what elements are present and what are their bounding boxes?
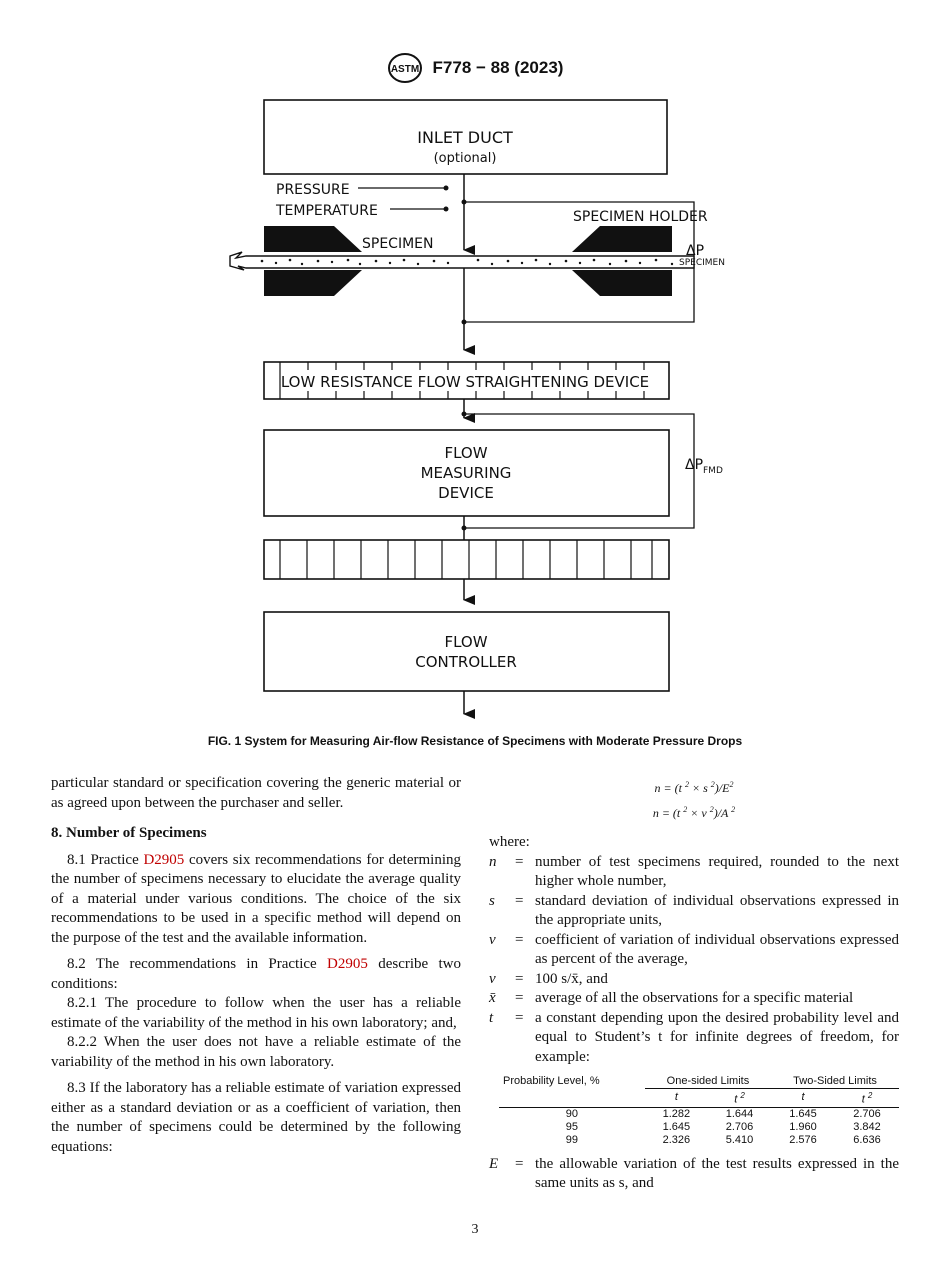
flow-controller-line1: FLOW bbox=[444, 633, 487, 651]
where-label: where: bbox=[489, 834, 530, 850]
pressure-label: PRESSURE bbox=[276, 182, 350, 198]
right-column: n = (t 2 × s 2)/E2 n = (t 2 × v 2)/A 2 w… bbox=[489, 774, 899, 1194]
inlet-duct-box bbox=[263, 99, 668, 175]
specimen-holder-right bbox=[572, 226, 672, 252]
definition-row: v=100 s/x̄, and bbox=[489, 970, 608, 987]
astm-logo-icon: ASTM bbox=[387, 53, 422, 83]
flow-straightener-grid bbox=[263, 539, 670, 580]
flow-measuring-device-box bbox=[263, 429, 670, 517]
definition-row: t=a constant depending upon the desired … bbox=[489, 1009, 899, 1065]
inlet-duct-subtitle: (optional) bbox=[434, 151, 497, 166]
definition-row: s=standard deviation of individual obser… bbox=[489, 892, 899, 929]
page-number: 3 bbox=[471, 1222, 479, 1237]
paragraph-8-2-1: 8.2.1 The procedure to follow when the u… bbox=[51, 995, 461, 1031]
flow-measuring-line2: MEASURING bbox=[421, 464, 512, 482]
equation-1: n = (t 2 × s 2)/E2 bbox=[654, 780, 734, 795]
equation-2: n = (t 2 × v 2)/A 2 bbox=[652, 805, 736, 820]
page-header: ASTM F778 − 88 (2023) bbox=[0, 52, 950, 84]
delta-p-specimen-label: ΔP bbox=[686, 243, 704, 259]
table-group-one-sided: One-sided Limits bbox=[644, 1075, 772, 1089]
flow-controller-box bbox=[263, 611, 670, 692]
table-group-two-sided: Two-Sided Limits bbox=[771, 1075, 899, 1089]
probability-table: Probability Level, % One-sided Limits Tw… bbox=[499, 1075, 899, 1147]
specimen-label: SPECIMEN bbox=[362, 236, 433, 252]
paragraph-8-3: 8.3 If the laboratory has a reliable est… bbox=[51, 1080, 461, 1155]
straightener-label: LOW RESISTANCE FLOW STRAIGHTENING DEVICE bbox=[281, 373, 649, 391]
specimen-strip bbox=[229, 251, 695, 271]
flow-controller-line2: CONTROLLER bbox=[415, 653, 517, 671]
delta-p-fmd-label: ΔP bbox=[685, 457, 703, 473]
definition-row: n=number of test specimens required, rou… bbox=[489, 853, 899, 890]
section-heading: 8. Number of Specimens bbox=[51, 825, 207, 841]
left-column: particular standard or specification cov… bbox=[51, 774, 461, 1157]
delta-p-fmd-subscript: FMD bbox=[703, 466, 723, 476]
table-col-label: Probability Level, % bbox=[503, 1075, 600, 1087]
flow-measuring-line3: DEVICE bbox=[438, 484, 494, 502]
svg-text:ASTM: ASTM bbox=[390, 64, 418, 75]
definition-row: E=the allowable variation of the test re… bbox=[489, 1155, 899, 1192]
paragraph-8-2: 8.2 The recommendations in Practice D290… bbox=[51, 956, 461, 992]
paragraph-8-1: 8.1 Practice D2905 covers six recommenda… bbox=[51, 851, 461, 946]
specimen-holder-label: SPECIMEN HOLDER bbox=[573, 209, 708, 225]
definition-row: v=coefficient of variation of individual… bbox=[489, 931, 899, 968]
airflow-system-diagram: INLET DUCT (optional) PRESSURE TEMPERATU… bbox=[229, 99, 725, 719]
standard-code: F778 − 88 (2023) bbox=[432, 58, 564, 77]
paragraph-8-2-2: 8.2.2 When the user does not have a reli… bbox=[51, 1034, 461, 1070]
flow-straightening-device bbox=[263, 361, 670, 400]
inlet-duct-title: INLET DUCT bbox=[417, 128, 513, 147]
definition-row: x̄=average of all the observations for a… bbox=[489, 990, 854, 1006]
delta-p-specimen-subscript: SPECIMEN bbox=[679, 258, 725, 268]
figure-caption: FIG. 1 System for Measuring Air-flow Res… bbox=[207, 734, 743, 748]
intro-paragraph: particular standard or specification cov… bbox=[51, 775, 461, 811]
temperature-label: TEMPERATURE bbox=[275, 203, 378, 219]
flow-measuring-line1: FLOW bbox=[444, 444, 487, 462]
d2905-link[interactable]: D2905 bbox=[143, 851, 185, 868]
d2905-link[interactable]: D2905 bbox=[327, 956, 368, 972]
specimen-holder-left bbox=[264, 226, 362, 252]
